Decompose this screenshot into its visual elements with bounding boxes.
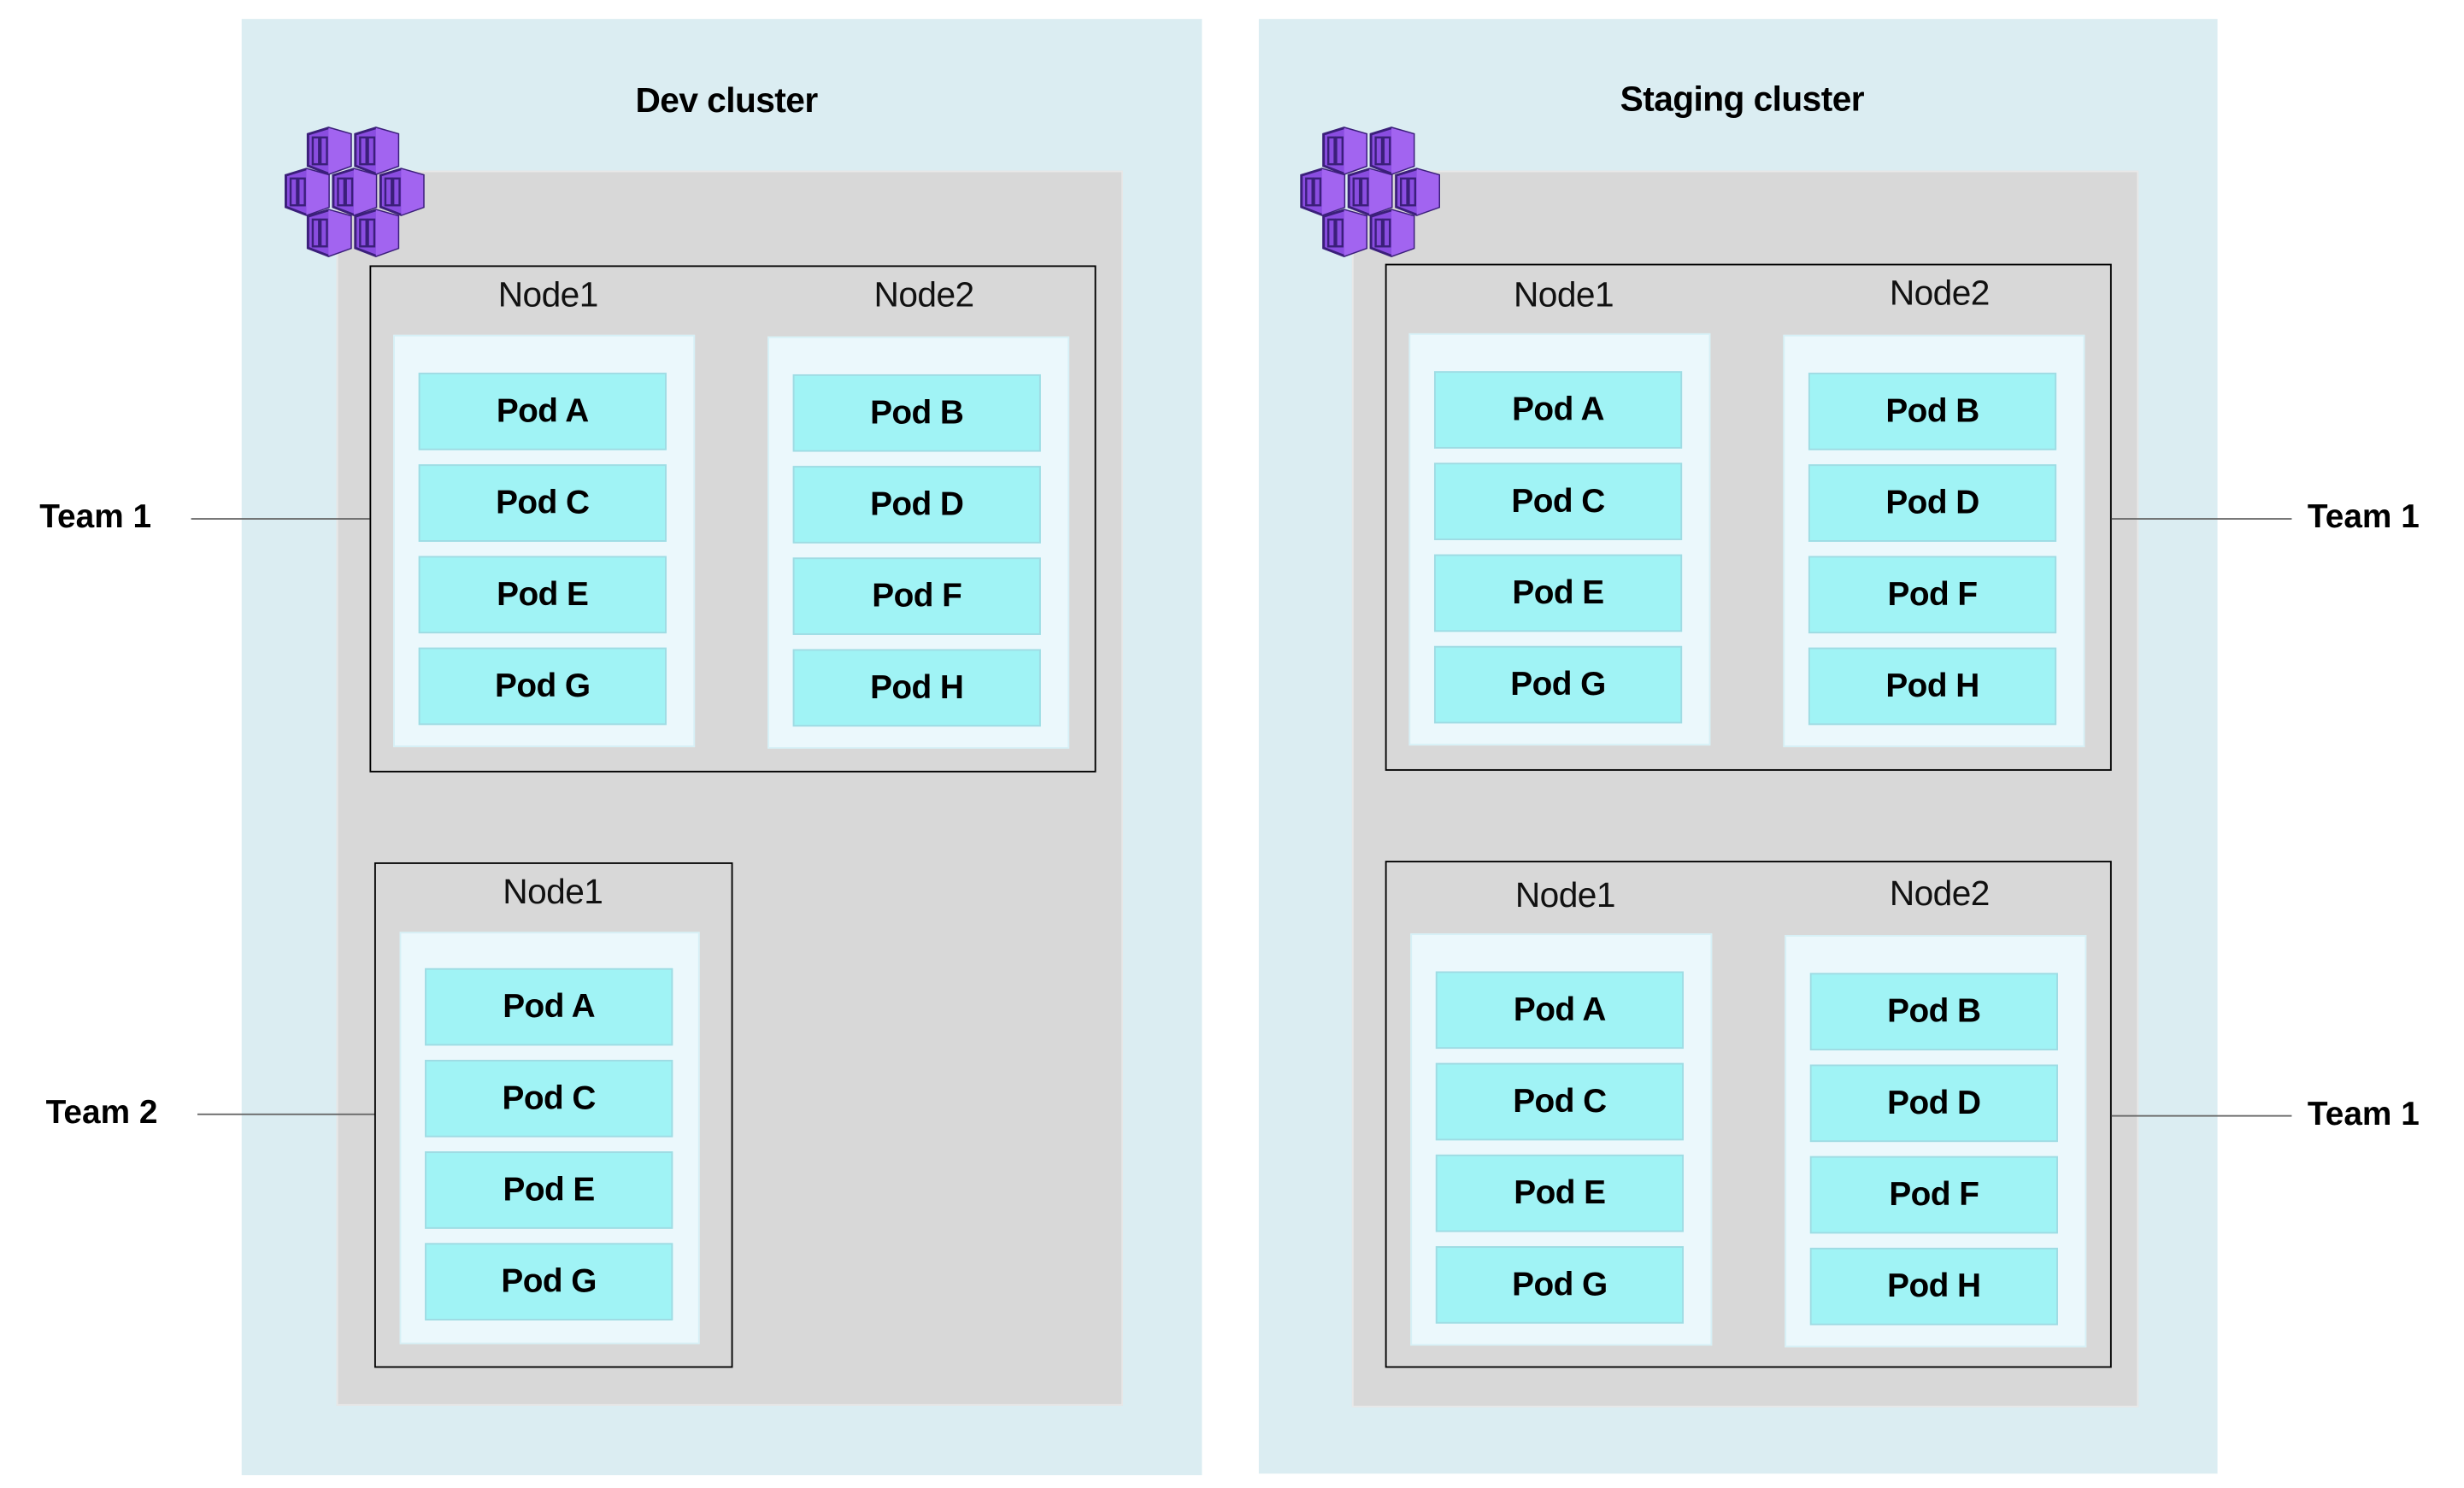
pod-box: Pod C — [425, 1060, 673, 1138]
staging-team-group — [1385, 861, 2112, 1368]
node-label: Node2 — [873, 274, 975, 315]
staging-team-group — [1385, 263, 2112, 771]
pod-box: Pod F — [792, 557, 1041, 635]
team-label: Team 1 — [2307, 498, 2420, 536]
pod-box: Pod E — [1433, 554, 1683, 632]
pod-box: Pod C — [1433, 462, 1683, 541]
dev-team-group — [373, 862, 733, 1368]
pod-box: Pod D — [1808, 464, 2057, 542]
team-label: Team 1 — [39, 498, 152, 536]
pod-box: Pod B — [792, 373, 1041, 452]
node-label: Node1 — [1514, 874, 1616, 915]
pod-box: Pod F — [1808, 556, 2057, 634]
team-connector-line — [191, 518, 370, 520]
pod-box: Pod G — [1433, 645, 1683, 724]
pod-box: Pod A — [425, 967, 673, 1046]
team-connector-line — [197, 1113, 374, 1115]
node-label: Node1 — [497, 274, 599, 315]
node-label: Node2 — [1889, 873, 1991, 914]
dev-kubernetes-icon — [285, 125, 430, 257]
pod-box: Pod C — [1435, 1062, 1684, 1141]
node-label: Node1 — [1513, 274, 1614, 315]
pod-box: Pod E — [425, 1151, 673, 1229]
pod-box: Pod G — [1435, 1246, 1684, 1324]
team-connector-line — [2111, 518, 2292, 520]
pod-box: Pod B — [1809, 973, 2058, 1050]
pod-box: Pod F — [1809, 1156, 2058, 1234]
pod-box: Pod E — [418, 556, 667, 634]
pod-box: Pod D — [1809, 1064, 2058, 1143]
staging-kubernetes-icon — [1300, 125, 1445, 257]
team-label: Team 1 — [2307, 1096, 2420, 1133]
pod-box: Pod A — [1435, 971, 1684, 1050]
pod-box: Pod A — [418, 373, 667, 450]
pod-box: Pod D — [792, 466, 1041, 544]
pod-box: Pod H — [1808, 647, 2057, 726]
pod-box: Pod H — [792, 649, 1041, 727]
team-label: Team 2 — [45, 1094, 158, 1132]
pod-box: Pod E — [1435, 1154, 1684, 1232]
pod-box: Pod G — [418, 647, 667, 726]
node-label: Node1 — [503, 872, 603, 912]
dev-cluster-title: Dev cluster — [635, 80, 819, 121]
staging-cluster-title: Staging cluster — [1620, 79, 1865, 119]
pod-box: Pod G — [425, 1243, 673, 1320]
dev-team-group — [369, 265, 1097, 773]
team-connector-line — [2111, 1115, 2292, 1117]
pod-box: Pod A — [1433, 371, 1683, 449]
pod-box: Pod H — [1809, 1247, 2058, 1326]
pod-box: Pod B — [1808, 373, 2057, 450]
pod-box: Pod C — [418, 464, 667, 542]
node-label: Node2 — [1889, 273, 1991, 313]
